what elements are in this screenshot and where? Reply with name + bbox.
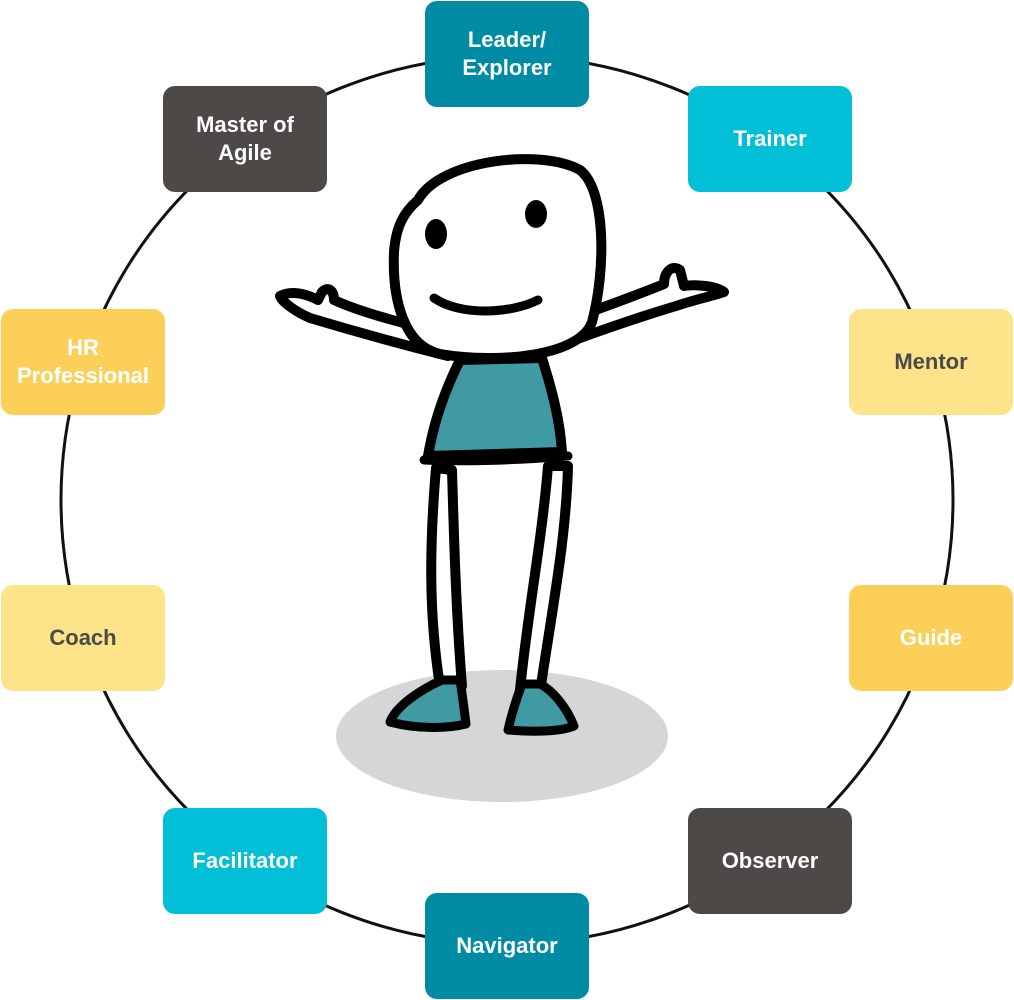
floor-shadow xyxy=(336,670,668,802)
role-label: Trainer xyxy=(733,126,807,151)
role-navigator: Navigator xyxy=(425,893,589,999)
role-guide: Guide xyxy=(849,585,1013,691)
role-label-line: Explorer xyxy=(462,55,552,80)
left-eye xyxy=(425,219,447,249)
right-eye xyxy=(525,200,547,228)
role-label: Observer xyxy=(721,848,819,873)
role-observer: Observer xyxy=(688,808,852,914)
role-label-line: Agile xyxy=(218,140,272,165)
left-leg xyxy=(426,463,467,691)
role-label: Navigator xyxy=(456,933,558,958)
smile xyxy=(429,293,543,316)
role-master-of-agile: Master of Agile xyxy=(163,86,327,192)
shirt xyxy=(423,353,567,461)
left-shoe xyxy=(385,675,471,732)
head xyxy=(388,154,607,363)
role-label-line: HR xyxy=(67,335,99,360)
right-shoe xyxy=(503,679,579,736)
role-coach: Coach xyxy=(1,585,165,691)
role-label: Facilitator xyxy=(192,848,298,873)
waistband xyxy=(419,451,573,466)
role-label-line: Leader/ xyxy=(467,27,547,52)
role-mentor: Mentor xyxy=(849,309,1013,415)
role-label: Coach xyxy=(49,625,117,650)
role-hr-professional: HR Professional xyxy=(1,309,165,415)
right-leg xyxy=(515,461,573,697)
role-leader-explorer: Leader/ Explorer xyxy=(425,1,589,107)
role-label: Mentor xyxy=(894,349,968,374)
role-label: Guide xyxy=(899,625,963,650)
role-label-line: Professional xyxy=(16,363,150,388)
role-facilitator: Facilitator xyxy=(163,808,327,914)
role-trainer: Trainer xyxy=(688,86,852,192)
role-label-line: Master of xyxy=(196,112,294,137)
